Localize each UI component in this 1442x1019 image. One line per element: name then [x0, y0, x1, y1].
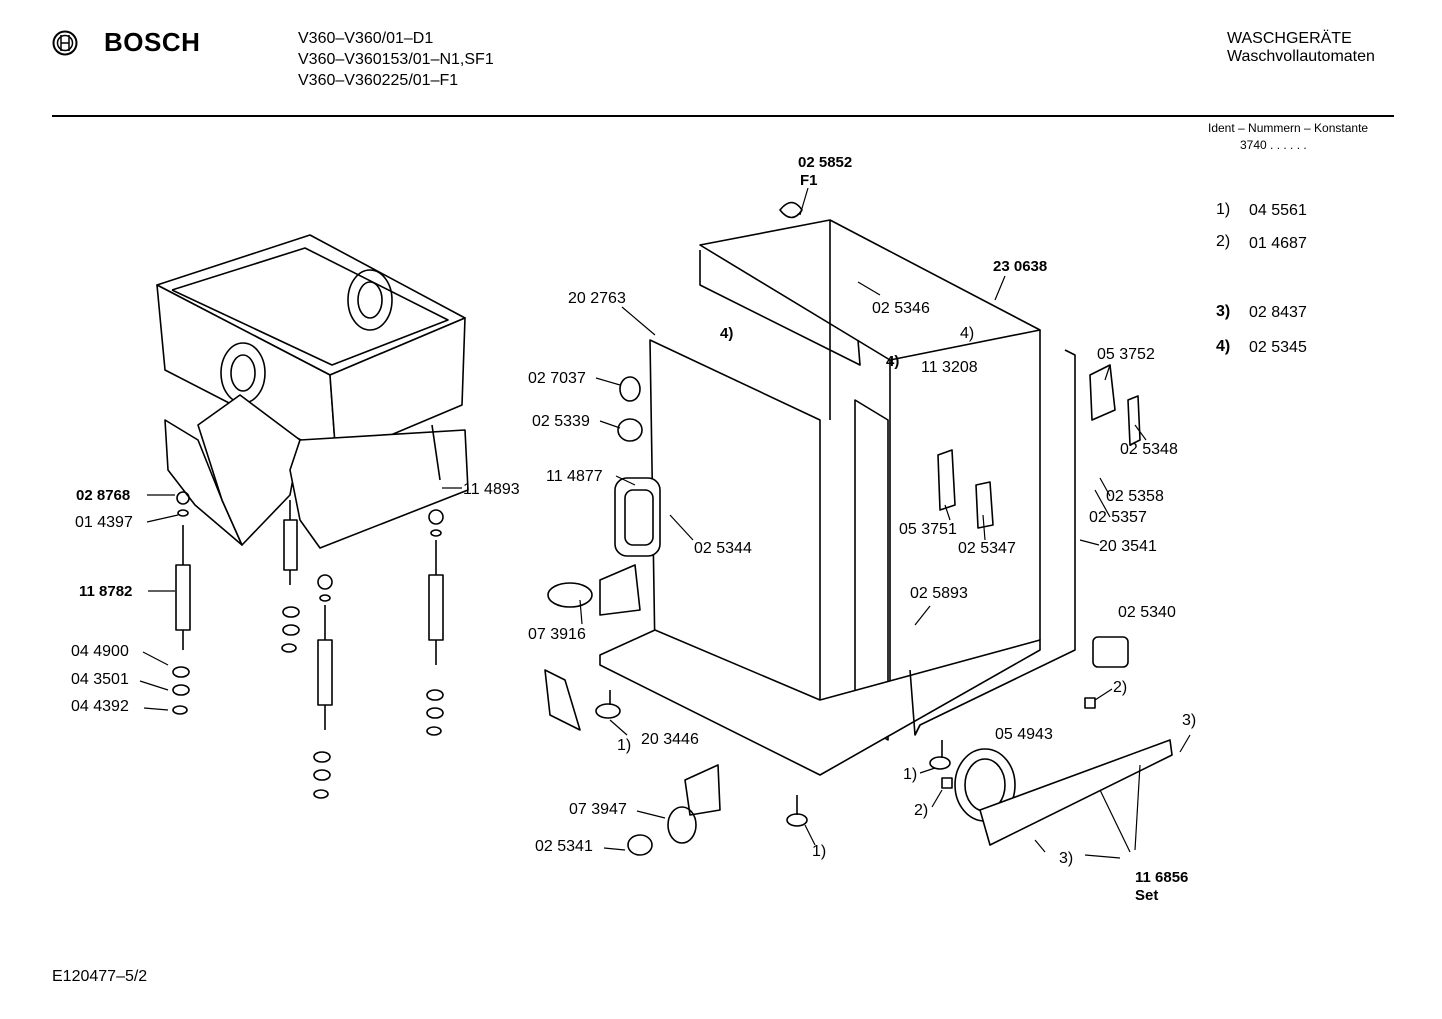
- callout-043501: 04 3501: [71, 671, 129, 688]
- legend-part-4: 02 5345: [1249, 339, 1307, 356]
- callout-230638: 23 0638: [993, 258, 1048, 275]
- callout-025347: 02 5347: [958, 540, 1016, 557]
- callout-044900: 04 4900: [71, 643, 129, 660]
- callout-203541: 20 3541: [1099, 538, 1157, 555]
- legend-part-1: 04 5561: [1249, 202, 1307, 219]
- callout-4a: 4): [720, 325, 734, 342]
- callout-114893: 11 4893: [463, 481, 520, 498]
- callout-025852: 02 5852: [798, 154, 853, 171]
- callout-053752: 05 3752: [1097, 346, 1155, 363]
- callout-025341: 02 5341: [535, 838, 593, 855]
- callout-113208: 11 3208: [921, 359, 978, 376]
- shock-absorber-right: [426, 509, 444, 736]
- callout-073947: 07 3947: [569, 801, 627, 818]
- callout-3a: 3): [1182, 712, 1197, 729]
- detergent-box-part: [156, 234, 466, 459]
- callout-025339: 02 5339: [532, 413, 590, 430]
- callout-025357: 02 5357: [1089, 509, 1147, 526]
- bosch-logo-icon: [52, 30, 78, 56]
- brand-name: BOSCH: [104, 27, 201, 57]
- callout-116856: 11 6856: [1135, 869, 1189, 886]
- callout-044392: 04 4392: [71, 698, 129, 715]
- ident-label: Ident – Nummern – Konstante: [1208, 121, 1369, 135]
- model-line-2: V360–V360153/01–N1,SF1: [298, 51, 494, 68]
- callout-028768: 02 8768: [76, 487, 131, 504]
- callout-4c: 4): [886, 353, 900, 370]
- model-line-3: V360–V360225/01–F1: [298, 72, 459, 89]
- callout-025340: 02 5340: [1118, 604, 1176, 621]
- callout-1b: 1): [903, 766, 918, 783]
- ident-value: 3740 . . . . . .: [1240, 138, 1307, 152]
- legend-part-3: 02 8437: [1249, 304, 1307, 321]
- callout-3b: 3): [1059, 850, 1074, 867]
- legend-key-4: 4): [1216, 338, 1231, 355]
- legend-key-1: 1): [1216, 201, 1231, 218]
- cabinet-frame: [599, 219, 1076, 776]
- callout-202763: 20 2763: [568, 290, 626, 307]
- callout-014397: 01 4397: [75, 514, 133, 531]
- callout-025346: 02 5346: [872, 300, 930, 317]
- legend-part-2: 01 4687: [1249, 235, 1307, 252]
- callout-2b: 2): [914, 802, 929, 819]
- callout-025348: 02 5348: [1120, 441, 1178, 458]
- callout-1c: 1): [812, 843, 827, 860]
- callout-f1: F1: [800, 172, 818, 189]
- category-title: WASCHGERÄTE: [1227, 30, 1352, 47]
- legend-key-3: 3): [1216, 303, 1231, 320]
- callout-114877: 11 4877: [546, 468, 603, 485]
- callout-027037: 02 7037: [528, 370, 586, 387]
- callout-118782: 11 8782: [79, 583, 133, 600]
- callout-053751: 05 3751: [899, 521, 957, 538]
- document-id: E120477–5/2: [52, 968, 148, 985]
- callout-025344: 02 5344: [694, 540, 752, 557]
- callout-set: Set: [1135, 887, 1159, 904]
- legend-key-2: 2): [1216, 233, 1231, 250]
- model-line-1: V360–V360/01–D1: [298, 30, 434, 47]
- callout-073916: 07 3916: [528, 626, 586, 643]
- small-parts: [544, 201, 1173, 856]
- callout-1a: 1): [617, 737, 632, 754]
- callout-203446: 20 3446: [641, 731, 699, 748]
- callout-025893: 02 5893: [910, 585, 968, 602]
- shock-absorber-mid: [281, 500, 300, 653]
- callout-054943: 05 4943: [995, 726, 1053, 743]
- shock-absorber-left: [172, 491, 191, 715]
- header-divider: [52, 115, 1394, 117]
- callout-2a: 2): [1113, 679, 1128, 696]
- category-subtitle: Waschvollautomaten: [1227, 48, 1375, 65]
- support-bracket-part: [164, 394, 469, 549]
- leader-lines: [139, 187, 1191, 859]
- callout-025358: 02 5358: [1106, 488, 1164, 505]
- shock-absorber-center: [313, 574, 333, 799]
- callout-4b: 4): [960, 325, 975, 342]
